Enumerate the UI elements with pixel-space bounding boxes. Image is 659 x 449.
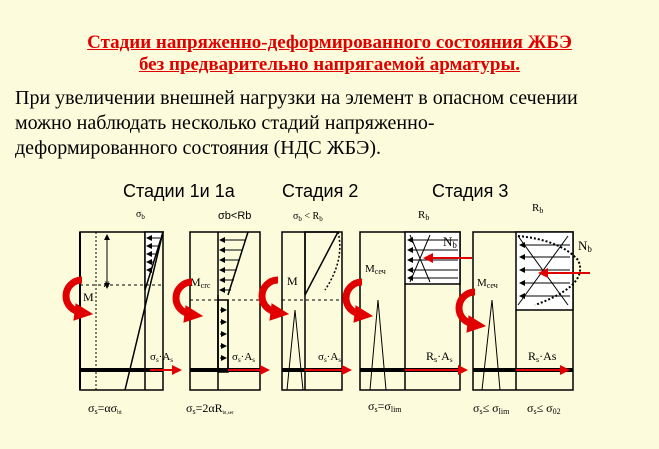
force-label-1: σs·As (150, 351, 173, 364)
force-label-5: Rs·As (528, 349, 557, 364)
x-label: x (103, 276, 110, 290)
title-line-1: Стадии напряженно-деформированного состо… (87, 32, 572, 53)
title-line-2: без предварительно напрягаемой арматуры. (138, 54, 521, 75)
m-label-1: M (83, 290, 94, 304)
formula-5: σs≤ σ02 (527, 401, 561, 416)
msech-label-2: Mсеч (477, 277, 498, 290)
stage-heading-2: Стадия 2 (282, 181, 358, 201)
force-label-3: σs·As (318, 351, 341, 364)
intro-line-3: деформированного состояния (НДС ЖБЭ). (15, 137, 381, 159)
diagram-stage-1 (79, 231, 165, 391)
formula-3: σs=σlim (368, 399, 402, 414)
intro-line-1: При увеличении внешней нагрузки на элеме… (15, 87, 578, 109)
sigma-b-lt-rb-label: σb<Rb (218, 210, 251, 222)
diagram-stage-1a (189, 231, 261, 391)
msech-label-1: Mсеч (365, 263, 386, 276)
formula-4: σs≤ σlim (473, 401, 510, 416)
stage-heading-3: Стадия 3 (432, 181, 508, 201)
intro-line-2: можно наблюдать несколько стадий напряже… (15, 112, 435, 134)
diagram-stage-3b (472, 231, 582, 391)
force-label-2: σs·As (232, 351, 255, 364)
diagram-stage-2 (281, 231, 343, 391)
sigma-b-label-1: σb (136, 209, 145, 221)
diagram-stage-3a (359, 231, 461, 391)
m-label-3: M (287, 274, 298, 288)
mcrc-label: Mcrc (190, 275, 211, 290)
rb-label-4: Rb (532, 202, 543, 215)
formula-1: σs=ασbt (88, 401, 122, 416)
intro-paragraph: При увеличении внешней нагрузки на элеме… (15, 86, 655, 161)
force-arrows (150, 253, 590, 375)
formula-2: σs=2αRbt,ser (186, 401, 234, 416)
force-label-4: Rs·As (426, 349, 453, 364)
nb-label-4: Nb (578, 238, 592, 254)
nb-label-3: Nb (443, 234, 457, 250)
sigma-b-lt-rb-2: σb < Rb (293, 211, 323, 223)
stage-heading-1: Стадии 1и 1а (123, 181, 236, 201)
rb-label-3: Rb (418, 209, 429, 222)
moment-arc-icons (62, 276, 487, 333)
